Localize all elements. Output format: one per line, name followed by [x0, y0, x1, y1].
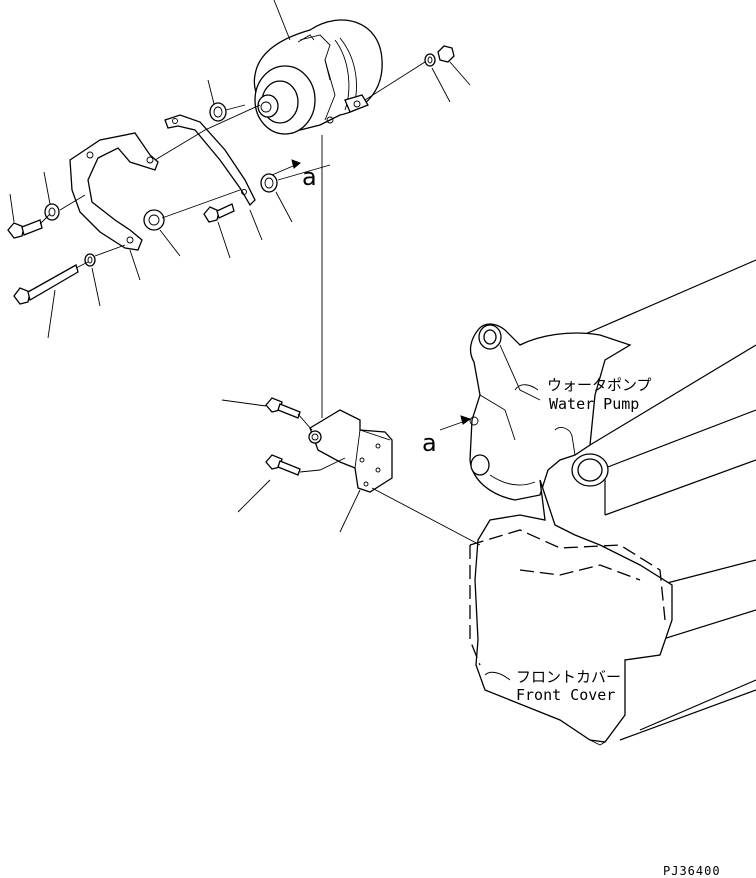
water-pump-label-jp: ウォータポンプ	[547, 376, 652, 394]
water-pump-leader	[514, 384, 539, 391]
water-pump	[469, 323, 632, 501]
front-cover-label-en: Front Cover	[516, 686, 615, 704]
bracket-bolt-upper	[265, 397, 301, 419]
front-cover-leader	[484, 671, 511, 681]
view-arrow-a-left: a	[422, 415, 472, 457]
mounting-bracket	[308, 409, 393, 493]
washer-left-upper	[44, 203, 60, 221]
view-a-left-label: a	[422, 429, 437, 457]
alternator	[253, 19, 383, 135]
front-cover-label-jp: フロントカバー	[516, 668, 621, 686]
washer-top-right	[424, 53, 436, 67]
leader-lines	[9, 0, 471, 533]
adjusting-strap	[164, 114, 256, 207]
front-cover	[469, 479, 673, 746]
view-arrow-a-upper: a	[271, 159, 317, 191]
nut-top-right	[437, 45, 455, 63]
view-a-upper-label: a	[302, 163, 317, 191]
water-pump-label-en: Water Pump	[549, 395, 639, 413]
bolt-long-left	[13, 264, 79, 305]
spacer-washer-upper	[209, 102, 227, 122]
spacer-washer-right	[260, 173, 278, 193]
spacer-collar	[143, 209, 165, 231]
bolt-strap	[203, 203, 235, 223]
washer-left-lower	[84, 253, 96, 267]
assembly-lines	[39, 61, 481, 546]
alternator-support-bracket	[69, 132, 159, 251]
bracket-bolt-lower	[265, 454, 301, 476]
bolt-short-left	[7, 219, 43, 239]
drawing-code: PJ36400	[663, 864, 721, 878]
